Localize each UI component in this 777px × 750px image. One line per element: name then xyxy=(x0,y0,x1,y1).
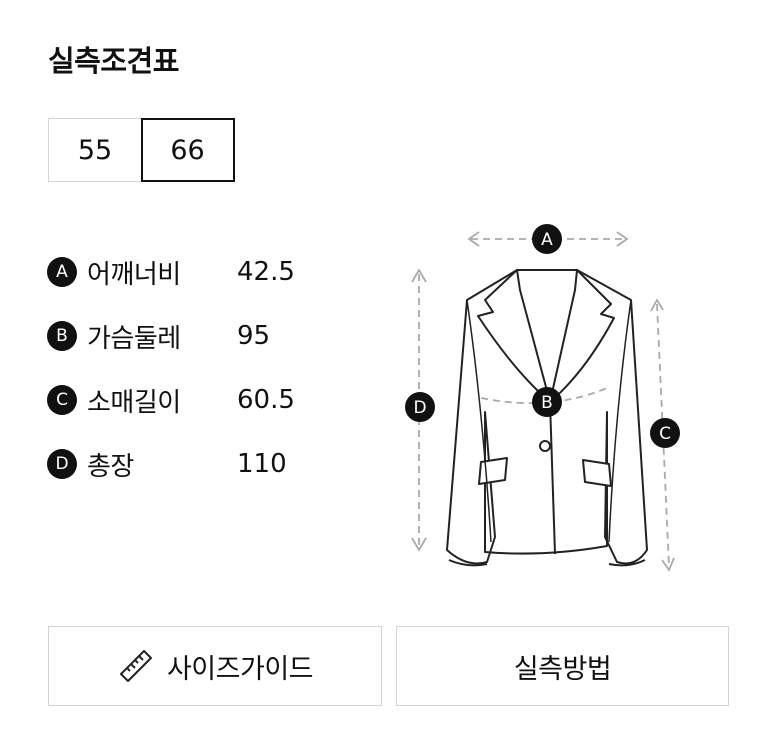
measurement-value: 42.5 xyxy=(237,257,295,287)
measurement-row-sleeve: C 소매길이 60.5 xyxy=(47,368,295,432)
measurement-label: 가슴둘레 xyxy=(87,323,181,354)
measure-method-label: 실측방법 xyxy=(513,653,612,685)
jacket-illustration xyxy=(446,269,648,567)
marker-c: C xyxy=(650,418,680,448)
page-title: 실측조견표 xyxy=(48,44,179,78)
marker-c-label: C xyxy=(659,424,671,444)
marker-a: A xyxy=(532,224,562,254)
ruler-icon xyxy=(117,647,155,685)
measurement-row-shoulder: A 어깨너비 42.5 xyxy=(47,240,295,304)
marker-d-label: D xyxy=(413,398,426,418)
measurement-value: 95 xyxy=(237,321,271,351)
measurement-label: 소매길이 xyxy=(87,387,181,418)
measurement-value: 60.5 xyxy=(237,385,295,415)
measurement-value: 110 xyxy=(237,449,287,479)
measure-arrowheads xyxy=(411,231,675,572)
size-tab-55[interactable]: 55 xyxy=(48,118,142,182)
size-guide-button[interactable]: 사이즈가이드 xyxy=(48,626,382,706)
size-tab-66[interactable]: 66 xyxy=(140,118,235,182)
measurement-list: A 어깨너비 42.5 B 가슴둘레 95 C 소매길이 60.5 D 총장 1… xyxy=(47,240,295,496)
measurement-row-chest: B 가슴둘레 95 xyxy=(47,304,295,368)
measurement-label: 총장 xyxy=(87,451,134,482)
jacket-diagram: A B C D xyxy=(405,224,680,572)
badge-d: D xyxy=(47,449,77,479)
marker-d: D xyxy=(405,392,435,422)
marker-b: B xyxy=(532,387,562,417)
badge-b: B xyxy=(47,321,77,351)
badge-c: C xyxy=(47,385,77,415)
measurement-row-length: D 총장 110 xyxy=(47,432,295,496)
measurement-label: 어깨너비 xyxy=(87,259,181,290)
size-selector: 55 66 xyxy=(48,118,235,182)
size-guide-label: 사이즈가이드 xyxy=(166,653,314,685)
measure-method-button[interactable]: 실측방법 xyxy=(396,626,729,706)
marker-b-label: B xyxy=(541,393,553,413)
marker-a-label: A xyxy=(541,230,553,250)
badge-a: A xyxy=(47,257,77,287)
